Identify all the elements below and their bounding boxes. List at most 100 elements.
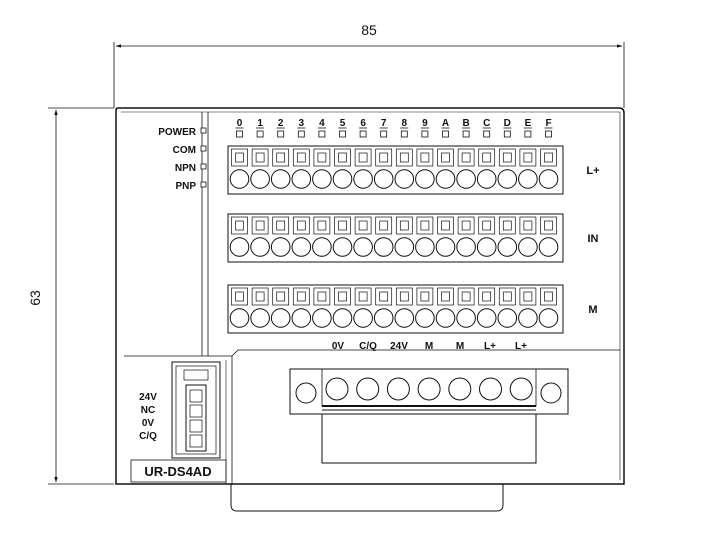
terminal-release-slot (251, 148, 269, 167)
terminal-release-slot (437, 148, 454, 167)
channel-led-icon (359, 130, 367, 138)
terminal-wire-entry (415, 237, 435, 257)
io-link-connector (171, 361, 221, 459)
status-led-label: NPN (175, 163, 196, 174)
terminal-row-label: L+ (586, 165, 599, 177)
connector-pin-label: NC (141, 405, 155, 416)
terminal-wire-entry (497, 237, 518, 257)
terminal-release-slot (498, 287, 516, 306)
channel-led-icon (339, 130, 346, 138)
terminal-release-slot (457, 287, 475, 306)
terminal-release-slot (416, 148, 434, 167)
terminal-wire-entry (394, 237, 415, 257)
terminal-row-label: M (588, 304, 597, 316)
terminal-release-slot (354, 216, 372, 235)
status-led-label: POWER (158, 127, 197, 138)
power-terminal-screw (386, 377, 410, 401)
terminal-wire-entry (435, 169, 456, 189)
terminal-wire-entry (394, 308, 415, 328)
terminal-release-slot (498, 148, 516, 167)
terminal-wire-entry (518, 169, 538, 189)
channel-label: 3 (299, 118, 305, 129)
terminal-release-slot (334, 287, 351, 306)
terminal-wire-entry (373, 169, 394, 189)
terminal-wire-entry (538, 237, 559, 257)
terminal-wire-entry (312, 169, 332, 189)
channel-label: B (462, 118, 469, 129)
channel-led-icon (400, 130, 408, 138)
bottom-terminal-label: L+ (484, 341, 496, 352)
channel-label: E (525, 118, 532, 129)
channel-label: 4 (319, 118, 325, 129)
height-dimension-label: 63 (27, 290, 43, 306)
terminal-wire-entry (332, 237, 353, 257)
terminal-wire-entry (538, 169, 559, 189)
channel-led-icon (545, 130, 552, 138)
terminal-wire-entry (250, 237, 270, 257)
status-led-label: PNP (175, 181, 196, 192)
width-dimension: 85 (113, 22, 625, 108)
power-terminal-screw (417, 377, 441, 401)
terminal-release-slot (375, 216, 393, 235)
terminal-wire-entry (270, 308, 291, 328)
bottom-terminal-label: C/Q (359, 341, 377, 352)
terminal-release-slot (231, 148, 248, 167)
terminal-release-slot (292, 216, 310, 235)
bottom-terminal-label: 0V (332, 341, 345, 352)
terminal-wire-entry (538, 308, 559, 328)
terminal-wire-entry (476, 237, 497, 257)
terminal-release-slot (395, 216, 413, 235)
terminal-wire-entry (456, 308, 476, 328)
terminal-release-slot (457, 148, 475, 167)
channel-led-icon (524, 130, 532, 138)
bottom-terminal-label: 24V (390, 341, 408, 352)
channel-led-icon (318, 130, 326, 138)
bottom-terminal-label: M (456, 341, 464, 352)
terminal-wire-entry (312, 237, 332, 257)
terminal-wire-entry (312, 308, 332, 328)
channel-label: 1 (257, 118, 263, 129)
terminal-wire-entry (497, 308, 518, 328)
terminal-row (227, 213, 564, 263)
terminal-release-slot (395, 287, 413, 306)
terminal-release-slot (313, 287, 331, 306)
terminal-row-label: IN (588, 233, 599, 245)
status-led-icon (200, 145, 207, 152)
power-terminal-screw (325, 377, 349, 401)
channel-led-icon (277, 130, 285, 138)
terminal-release-slot (231, 287, 248, 306)
terminal-wire-entry (497, 169, 518, 189)
terminal-wire-entry (229, 308, 250, 328)
terminal-release-slot (313, 216, 331, 235)
bottom-terminal-label: L+ (515, 341, 527, 352)
terminal-wire-entry (435, 308, 456, 328)
terminal-block-area: L+ IN M (227, 145, 600, 334)
channel-label: 2 (278, 118, 284, 129)
terminal-release-slot (437, 216, 454, 235)
terminal-release-slot (272, 216, 290, 235)
channel-led-icon (462, 130, 470, 138)
terminal-wire-entry (229, 169, 250, 189)
terminal-wire-entry (291, 237, 312, 257)
terminal-release-slot (437, 287, 454, 306)
connector-pin-label: C/Q (139, 431, 157, 442)
terminal-release-slot (251, 216, 269, 235)
terminal-wire-entry (229, 237, 250, 257)
terminal-release-slot (313, 148, 331, 167)
terminal-release-slot (540, 287, 557, 306)
terminal-release-slot (478, 148, 496, 167)
channel-label: 8 (402, 118, 408, 129)
terminal-release-slot (498, 216, 516, 235)
terminal-wire-entry (332, 169, 353, 189)
channel-led-icon (297, 130, 305, 138)
terminal-row (227, 145, 564, 195)
channel-label: D (504, 118, 511, 129)
channel-label: 6 (360, 118, 366, 129)
terminal-release-slot (395, 148, 413, 167)
channel-led-icon (236, 130, 243, 138)
terminal-release-slot (292, 148, 310, 167)
channel-label: 7 (381, 118, 387, 129)
